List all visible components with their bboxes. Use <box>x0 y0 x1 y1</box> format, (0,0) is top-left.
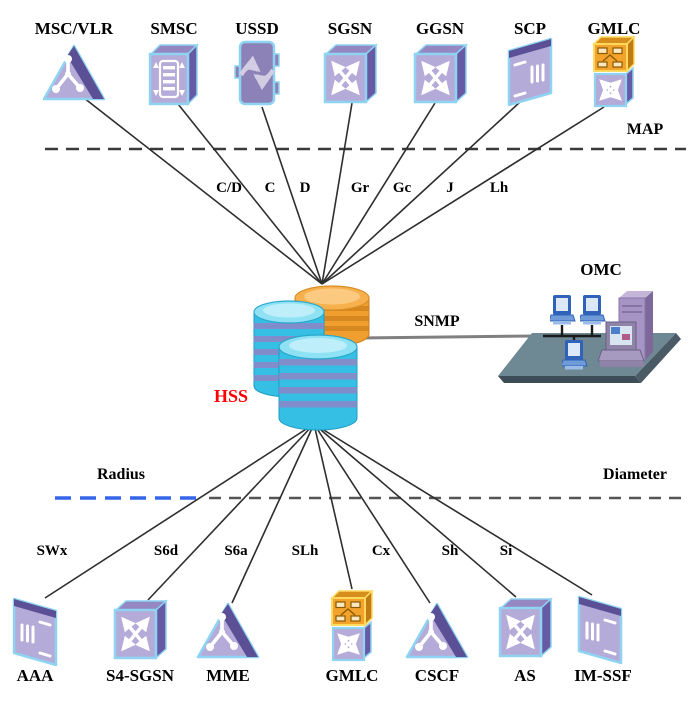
interface-label-s6d: S6d <box>153 543 179 559</box>
link-msc-vlr-hss <box>83 97 323 285</box>
node-label-scp: SCP <box>513 19 547 38</box>
platform-side-edge <box>635 333 681 383</box>
interface-label-s6a: S6a <box>224 543 248 559</box>
node-label-ggsn: GGSN <box>415 19 465 38</box>
link-hss-as <box>313 423 517 598</box>
snmp-label: SNMP <box>414 313 460 330</box>
hss-database-icon <box>253 285 370 431</box>
link-hss-omc-snmp <box>356 334 535 340</box>
terminal-icon <box>580 295 606 325</box>
omc-label: OMC <box>580 260 622 279</box>
interface-label-sh: Sh <box>441 543 459 559</box>
msc-vlr-icon <box>42 44 106 101</box>
node-label-ussd: USSD <box>235 19 279 38</box>
interface-label-gc: Gc <box>392 180 412 196</box>
zone-label-map: MAP <box>626 121 664 138</box>
interface-label-j: J <box>446 180 454 196</box>
terminal-icon <box>550 295 576 325</box>
hss-label: HSS <box>213 386 249 406</box>
node-label-s4-sgsn: S4-SGSN <box>105 666 175 685</box>
interface-label-c: C <box>264 180 276 196</box>
link-gmlc-hss <box>321 106 605 285</box>
node-label-im-ssf: IM-SSF <box>574 666 632 685</box>
link-hss-cscf <box>313 423 431 604</box>
interface-label-d: D <box>299 180 311 196</box>
gmlc-top-icon <box>594 37 634 106</box>
node-label-msc-vlr: MSC/VLR <box>34 19 114 38</box>
ggsn-icon <box>415 45 466 102</box>
interface-label-si: Si <box>499 543 513 559</box>
as-icon <box>500 599 551 656</box>
node-label-gmlc-top: GMLC <box>587 19 641 38</box>
im-ssf-icon <box>577 595 623 664</box>
interface-label-gr: Gr <box>350 180 370 196</box>
sgsn-icon <box>325 45 376 102</box>
interface-label-slh: SLh <box>291 543 319 559</box>
node-label-mme: MME <box>206 666 250 685</box>
link-hss-mme <box>231 423 315 604</box>
link-hss-gmlc <box>313 423 353 590</box>
interface-label-cd: C/D <box>216 180 242 196</box>
scp-icon <box>507 37 553 106</box>
console-monitor-icon <box>597 321 645 367</box>
bottom-connection-lines <box>44 423 593 604</box>
aaa-icon <box>12 597 58 666</box>
mme-icon <box>196 602 260 659</box>
link-ggsn-hss <box>321 102 436 285</box>
node-label-gmlc-bottom: GMLC <box>325 666 379 685</box>
node-label-aaa: AAA <box>16 666 54 685</box>
gmlc-bottom-icon <box>332 591 372 660</box>
link-smsc-hss <box>177 103 323 285</box>
smsc-icon <box>148 43 199 106</box>
link-scp-hss <box>321 101 521 285</box>
node-label-cscf: CSCF <box>414 666 460 685</box>
node-label-sgsn: SGSN <box>327 19 373 38</box>
node-label-as: AS <box>514 666 536 685</box>
ussd-icon <box>235 42 279 104</box>
interface-label-lh: Lh <box>489 180 509 196</box>
zone-label-diameter: Diameter <box>603 466 667 483</box>
platform-front-edge <box>498 376 641 383</box>
cscf-icon <box>405 602 469 659</box>
link-hss-s4sgsn <box>147 423 315 601</box>
interface-label-cx: Cx <box>371 543 391 559</box>
omc-graphic <box>498 291 681 383</box>
link-hss-aaa <box>44 423 315 599</box>
link-hss-imssf <box>313 423 593 596</box>
zone-label-radius: Radius <box>96 466 146 483</box>
interface-label-swx: SWx <box>36 543 68 559</box>
s4-sgsn-icon <box>115 601 166 658</box>
top-connection-lines <box>83 97 605 285</box>
node-label-smsc: SMSC <box>150 19 198 38</box>
link-ussd-hss <box>261 106 323 285</box>
link-sgsn-hss <box>321 102 353 285</box>
